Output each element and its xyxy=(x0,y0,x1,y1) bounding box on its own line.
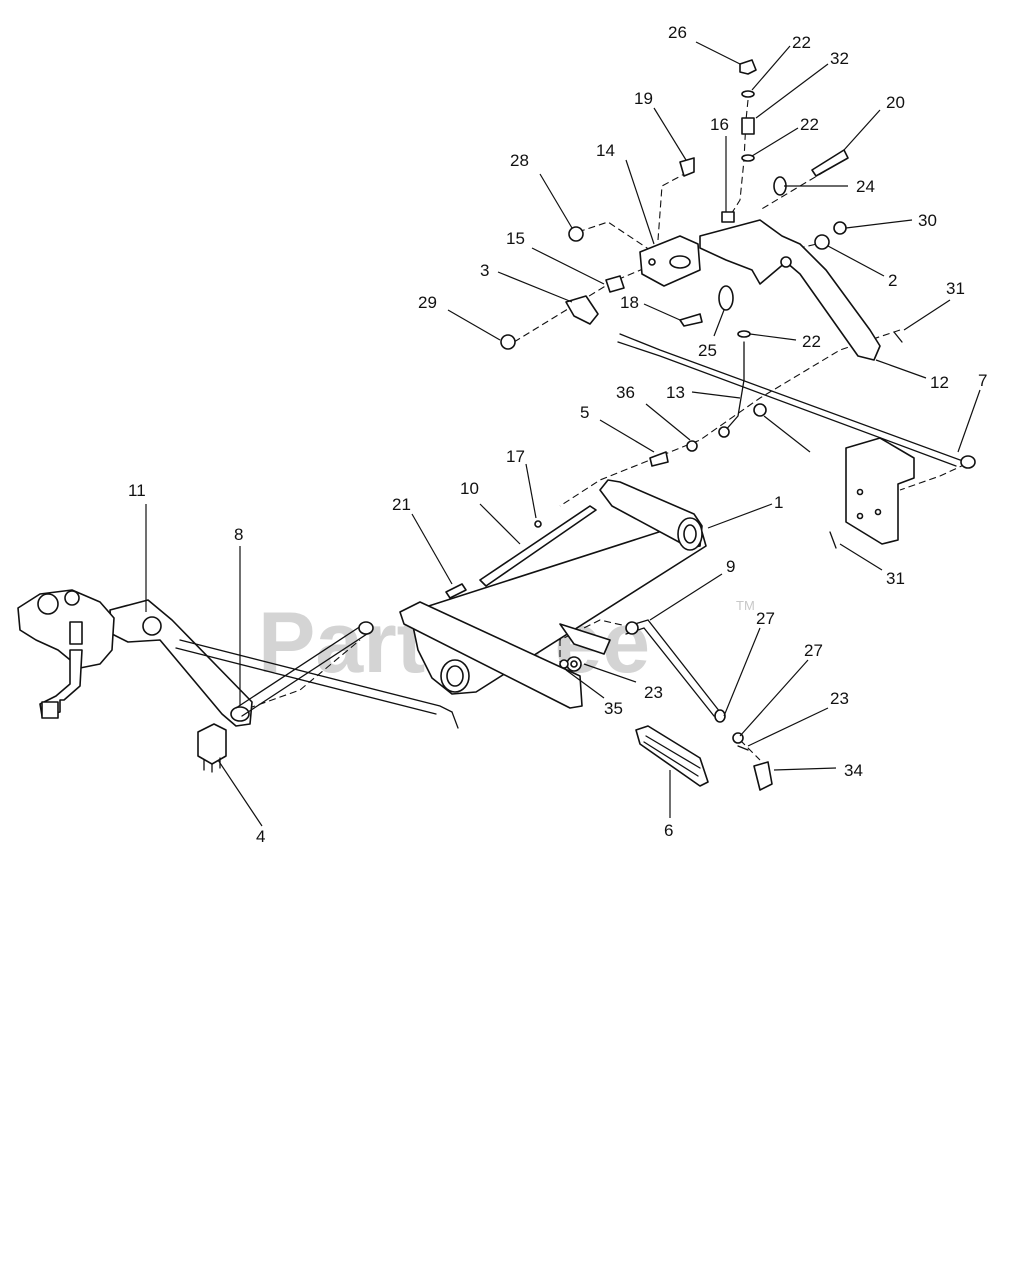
part-12-upper-arm xyxy=(699,219,881,361)
callout-5: 5 xyxy=(580,403,589,422)
callout-3: 3 xyxy=(480,261,489,280)
small-hardware-upper xyxy=(500,59,903,467)
callout-14: 14 xyxy=(596,141,615,160)
callout-24: 24 xyxy=(856,177,875,196)
callout-4: 4 xyxy=(256,827,265,846)
callout-20: 20 xyxy=(886,93,905,112)
callout-34: 35 xyxy=(604,699,623,718)
callout-12: 12 xyxy=(930,373,949,392)
callout-7: 7 xyxy=(978,371,987,390)
part-4-switch xyxy=(197,723,227,773)
leader-lines xyxy=(145,41,981,827)
part-8-lift-rod xyxy=(175,621,459,729)
part-1-lift-shaft xyxy=(399,479,707,709)
callout-26: 26 xyxy=(668,23,687,42)
watermark-trademark: TM xyxy=(736,598,755,613)
callout-16: 16 xyxy=(710,115,729,134)
callout-17: 17 xyxy=(506,447,525,466)
callout-22c: 22 xyxy=(802,332,821,351)
callout-27b: 27 xyxy=(804,641,823,660)
callout-35: 36 xyxy=(616,383,635,402)
callout-19: 19 xyxy=(634,89,653,108)
callout-18: 18 xyxy=(620,293,639,312)
callout-22b: 22 xyxy=(800,115,819,134)
callout-28: 28 xyxy=(510,151,529,170)
callout-13: 13 xyxy=(666,383,685,402)
callout-10: 10 xyxy=(460,479,479,498)
callout-8: 8 xyxy=(234,525,243,544)
callout-15: 15 xyxy=(506,229,525,248)
callout-9: 9 xyxy=(726,557,735,576)
part-9-control-rod xyxy=(625,619,726,723)
callout-33: 34 xyxy=(844,761,863,780)
callout-31b: 31 xyxy=(886,569,905,588)
small-hardware-lower xyxy=(559,656,773,791)
callout-27a: 27 xyxy=(756,609,775,628)
callout-1: 1 xyxy=(774,493,783,512)
part-11-lift-arm xyxy=(17,589,253,727)
callout-30: 30 xyxy=(918,211,937,230)
part-7-rod xyxy=(617,333,976,469)
callout-31a: 31 xyxy=(946,279,965,298)
part-14-plate xyxy=(639,235,701,287)
callouts: 26 22 32 19 20 16 22 14 28 24 30 15 3 2 … xyxy=(128,23,987,846)
callout-22a: 22 xyxy=(792,33,811,52)
callout-11: 11 xyxy=(128,481,146,500)
callout-29: 29 xyxy=(418,293,437,312)
part-13-bent-rod xyxy=(718,341,767,438)
callout-25: 25 xyxy=(698,341,717,360)
callout-32: 32 xyxy=(830,49,849,68)
mount-bracket xyxy=(829,437,915,549)
callout-23b: 23 xyxy=(830,689,849,708)
callout-2: 2 xyxy=(888,271,897,290)
part-6-pedal-pad xyxy=(635,725,709,787)
callout-23a: 23 xyxy=(644,683,663,702)
callout-21: 21 xyxy=(392,495,411,514)
part-10-rod xyxy=(445,505,597,599)
callout-6: 6 xyxy=(664,821,673,840)
